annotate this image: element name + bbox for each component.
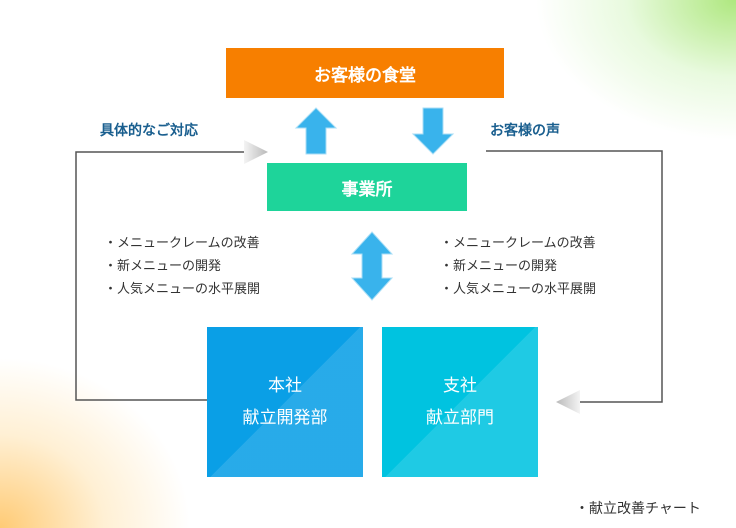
left-flow-label: 具体的なご対応 bbox=[100, 123, 198, 139]
customer-cafeteria-box: お客様の食堂 bbox=[226, 48, 504, 98]
branch-label: 支社 bbox=[443, 376, 477, 396]
right-loop-line bbox=[486, 150, 663, 403]
right-bullet-item: ・新メニューの開発 bbox=[440, 259, 558, 274]
left-loop-arrowhead bbox=[244, 140, 268, 164]
headquarters-menu-dev-box: 本社 献立開発部 bbox=[207, 327, 363, 477]
double-vertical-arrow bbox=[350, 231, 394, 301]
right-loop-arrowhead bbox=[556, 390, 580, 414]
left-bullet-item: ・新メニューの開発 bbox=[104, 259, 222, 274]
up-arrow bbox=[294, 107, 338, 155]
headquarters-label: 本社 bbox=[268, 376, 302, 396]
left-bullet-item: ・メニュークレームの改善 bbox=[104, 236, 260, 251]
menu-dev-dept-label: 献立開発部 bbox=[242, 408, 328, 428]
right-bullet-item: ・メニュークレームの改善 bbox=[440, 236, 596, 251]
right-bullet-list: ・メニュークレームの改善 ・新メニューの開発 ・人気メニューの水平展開 bbox=[440, 232, 596, 301]
menu-section-label: 献立部門 bbox=[426, 408, 494, 428]
down-arrow bbox=[411, 107, 455, 155]
chart-caption: ・献立改善チャート bbox=[575, 501, 701, 517]
left-loop-line bbox=[75, 151, 246, 401]
right-bullet-item: ・人気メニューの水平展開 bbox=[440, 282, 597, 297]
left-bullet-list: ・メニュークレームの改善 ・新メニューの開発 ・人気メニューの水平展開 bbox=[104, 232, 260, 301]
right-flow-label: お客様の声 bbox=[490, 123, 560, 139]
office-label: 事業所 bbox=[341, 179, 393, 200]
office-box: 事業所 bbox=[267, 163, 467, 211]
branch-menu-section-box: 支社 献立部門 bbox=[382, 327, 538, 477]
left-bullet-item: ・人気メニューの水平展開 bbox=[104, 282, 261, 297]
customer-cafeteria-label: お客様の食堂 bbox=[314, 65, 416, 86]
